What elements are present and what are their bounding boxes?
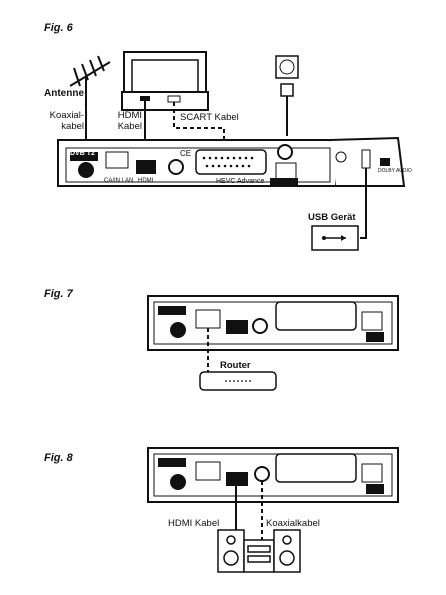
device-hdmi-caption: HDMI [138, 178, 154, 184]
power-outlet-icon [275, 55, 299, 79]
fig7-title: Fig. 7 [44, 288, 73, 300]
antenna-label: Antenne [44, 88, 84, 99]
device-dolby-caption: DOLBY AUDIO [378, 168, 412, 174]
usb-device-label: USB Gerät [308, 212, 356, 223]
receiver-fig7 [147, 295, 399, 351]
device-ports-caption: CA/IN LAN [104, 178, 134, 184]
device-brand-logo: DVB T2 [70, 150, 95, 157]
fig8-title: Fig. 8 [44, 452, 73, 464]
coax-cable-label-fig8: Koaxialkabel [266, 518, 320, 529]
scart-cable-label: SCART Kabel [180, 112, 239, 123]
device-ce-mark: CE [180, 149, 192, 158]
device-codec-badge: HEVC Advance [216, 178, 265, 185]
hdmi-cable-label: HDMI Kabel [104, 110, 142, 132]
usb-cable-line [360, 168, 367, 239]
coax-cable-label-line2: kabel [61, 121, 84, 132]
router-icon [199, 371, 277, 391]
usb-device-icon [311, 225, 359, 251]
antenna-icon [69, 55, 111, 165]
router-label: Router [220, 360, 251, 371]
power-plug-icon [280, 83, 294, 136]
hdmi-cable-label-line1: HDMI [117, 110, 142, 121]
coax-cable-label-line1: Koaxial- [49, 110, 84, 121]
coax-cable-label: Koaxial- kabel [38, 110, 84, 132]
hifi-system-icon [217, 529, 301, 573]
receiver-fig6 [57, 136, 406, 187]
hdmi-cable-label-fig8: HDMI Kabel [168, 518, 220, 529]
hdmi-cable-label-line2: Kabel [117, 121, 142, 132]
receiver-fig8 [147, 447, 399, 503]
tv-icon [121, 51, 209, 111]
fig6-title: Fig. 6 [44, 22, 73, 34]
